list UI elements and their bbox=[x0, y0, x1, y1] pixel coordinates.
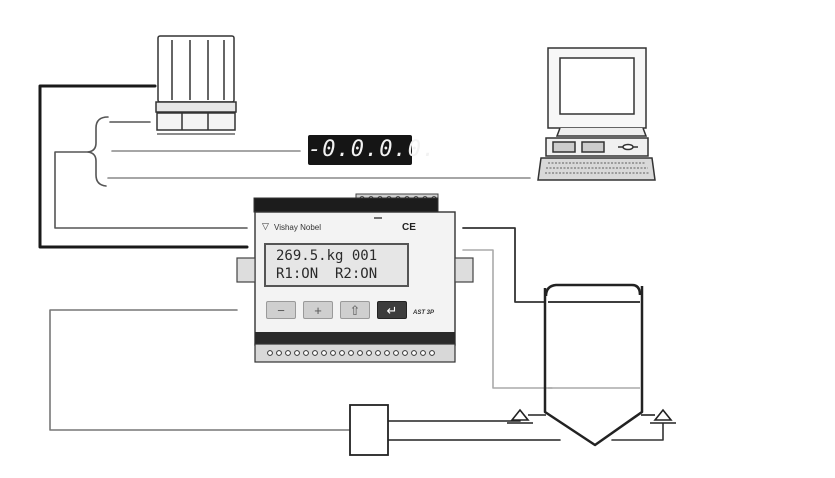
wire-relay-out bbox=[387, 420, 561, 441]
lcd-screen: 269.5.kg 001 R1:ON R2:ON bbox=[264, 243, 409, 287]
load-cell-right bbox=[641, 408, 676, 424]
brand-label: Vishay Nobel bbox=[274, 223, 321, 232]
computer bbox=[537, 47, 656, 181]
ce-mark: CE bbox=[402, 222, 416, 233]
curly-brace bbox=[87, 116, 109, 187]
wire-loadcell-left bbox=[49, 309, 351, 431]
plc-module bbox=[155, 35, 237, 135]
remote-display: -0.0.0.0. bbox=[308, 135, 435, 165]
wire-relay-to-tank bbox=[462, 227, 546, 303]
lcd-line-relays: R1:ON R2:ON bbox=[276, 266, 378, 282]
lcd-line-weight: 269.5.kg 001 bbox=[276, 248, 378, 264]
wire-analog-to-tank bbox=[462, 249, 553, 389]
up-key[interactable]: ⇧ bbox=[340, 301, 370, 319]
junction-box bbox=[349, 404, 389, 456]
enter-key[interactable]: ↵ bbox=[377, 301, 407, 319]
model-label: AST 3P bbox=[413, 310, 435, 316]
minus-key[interactable]: − bbox=[266, 301, 296, 319]
hopper-tank bbox=[543, 283, 644, 447]
load-cell-left bbox=[507, 408, 546, 424]
brand-logo-icon: ▽ bbox=[262, 221, 269, 231]
plus-key[interactable]: + bbox=[303, 301, 333, 319]
bottom-terminal-screws bbox=[267, 350, 435, 356]
wire-bracket-to-device bbox=[54, 151, 248, 229]
wire-plc-power bbox=[38, 84, 249, 249]
wire-loadcell-right bbox=[611, 423, 664, 441]
